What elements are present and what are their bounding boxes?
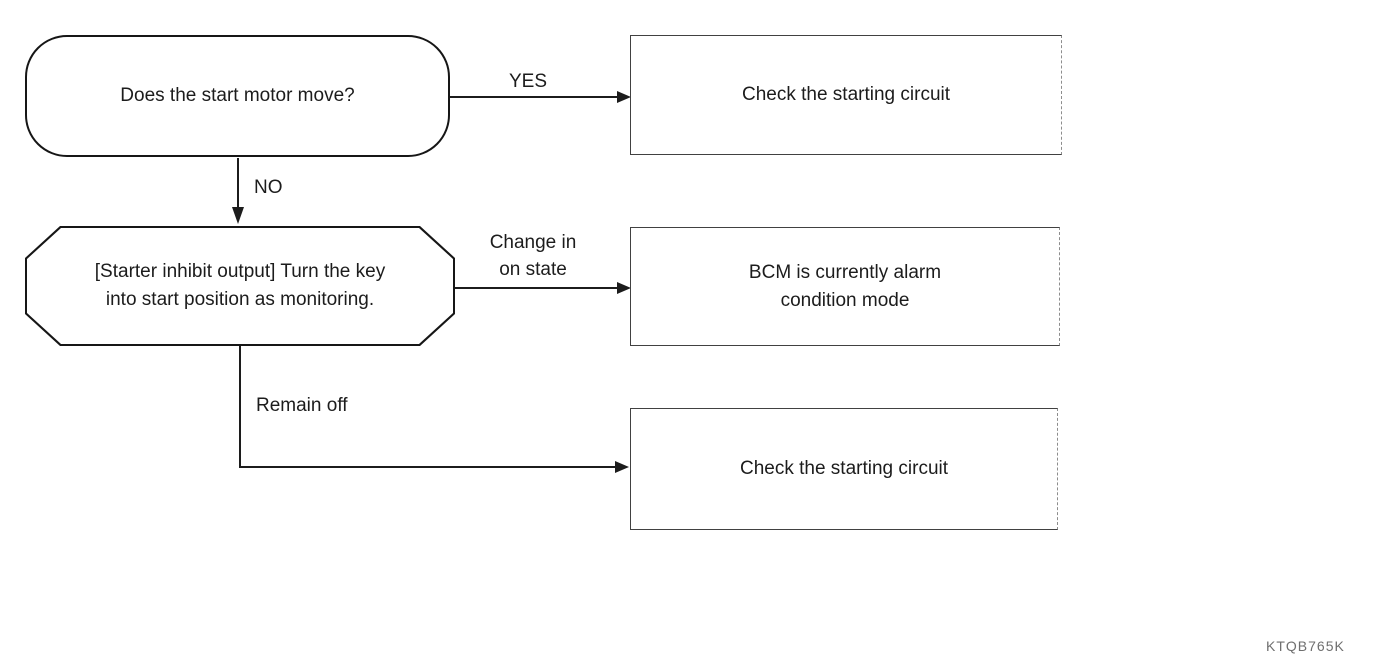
node-starter-inhibit-monitor: [Starter inhibit output] Turn the key in…	[25, 226, 455, 346]
edge-label-change-state: Change in on state	[489, 232, 577, 280]
edge-label-remain-off: Remain off	[256, 395, 348, 416]
node-start-decision-label: Does the start motor move?	[120, 85, 355, 106]
node-starter-inhibit-monitor-label: [Starter inhibit output] Turn the key in…	[94, 261, 386, 310]
arrow-change-state	[455, 282, 631, 294]
edge-label-no: NO	[254, 177, 283, 198]
node-check-starting-circuit-bottom-label: Check the starting circuit	[739, 458, 949, 479]
edge-label-yes: YES	[508, 71, 548, 92]
node-check-starting-circuit-top: Check the starting circuit	[630, 35, 1062, 155]
arrow-no	[232, 158, 244, 224]
node-check-starting-circuit-bottom: Check the starting circuit	[630, 408, 1058, 530]
node-check-starting-circuit-top-label: Check the starting circuit	[741, 84, 951, 105]
octagon-fill	[27, 228, 453, 344]
figure-code: KTQB765K	[1266, 638, 1345, 654]
node-bcm-alarm-mode: BCM is currently alarm condition mode	[630, 227, 1060, 346]
node-start-decision: Does the start motor move?	[25, 35, 450, 157]
